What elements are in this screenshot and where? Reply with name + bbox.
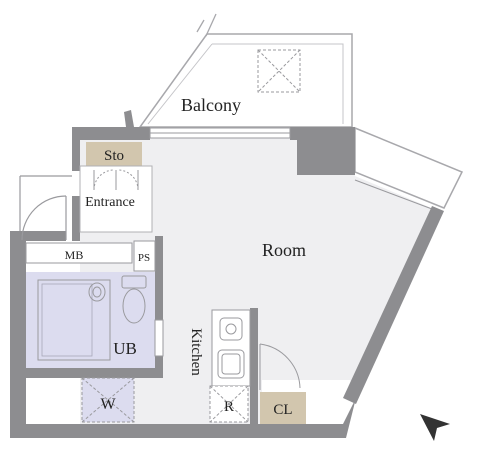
room-label: Room [262,240,306,260]
closet-door [259,343,301,390]
balcony-stub-2 [205,13,217,37]
wall-left [10,231,26,438]
wall-left-upper [72,127,80,171]
balcony-inner-rail [212,43,344,124]
ps-label: PS [138,252,150,264]
wall-bath-right [155,236,163,371]
stove-icon [219,317,243,341]
wall-bottom [10,398,356,438]
bathtub [37,279,111,361]
entrance-door [19,175,72,241]
wall-pillar [297,127,355,175]
r-label: R [224,399,234,415]
walls [10,110,444,438]
balcony-outline [138,33,353,128]
closet-cl [260,392,306,424]
balcony-stub-1 [196,19,205,33]
mb-box [25,242,133,264]
evacuation-hatch-icon [257,49,301,93]
shoe-cabinet-doors [93,169,139,191]
kitchen-label: Kitchen [188,328,204,376]
bath-door [154,319,164,357]
wall-stub [124,110,134,127]
wall-right [343,206,444,404]
balcony-area [138,13,353,128]
entrance-label: Entrance [85,195,135,210]
kitchen-sink-icon [217,349,245,379]
washer-space [81,377,135,423]
cl-label: CL [273,402,292,418]
wall-mb-top [10,231,66,241]
right-window-line [354,179,441,213]
sto-label: Sto [104,148,124,164]
balcony-diagonal-rail [147,43,213,125]
wall-kitchen-right [250,308,258,424]
sink-icon [88,282,106,302]
bathtub-inner [41,283,93,357]
mb-label: MB [65,248,84,262]
ub-label: UB [113,339,137,358]
wall-entrance-left [72,196,80,241]
storage-sto [86,142,142,166]
ps-box [133,240,156,272]
wall-top-left [72,127,150,140]
refrigerator-space [209,385,249,423]
toilet-icon [121,275,147,324]
wall-bath-bottom [26,368,163,378]
balcony-label: Balcony [181,95,241,115]
room-floor [80,138,436,390]
w-label: W [100,396,116,413]
wall-cl-left [250,390,258,424]
north-arrow-icon [420,414,450,441]
